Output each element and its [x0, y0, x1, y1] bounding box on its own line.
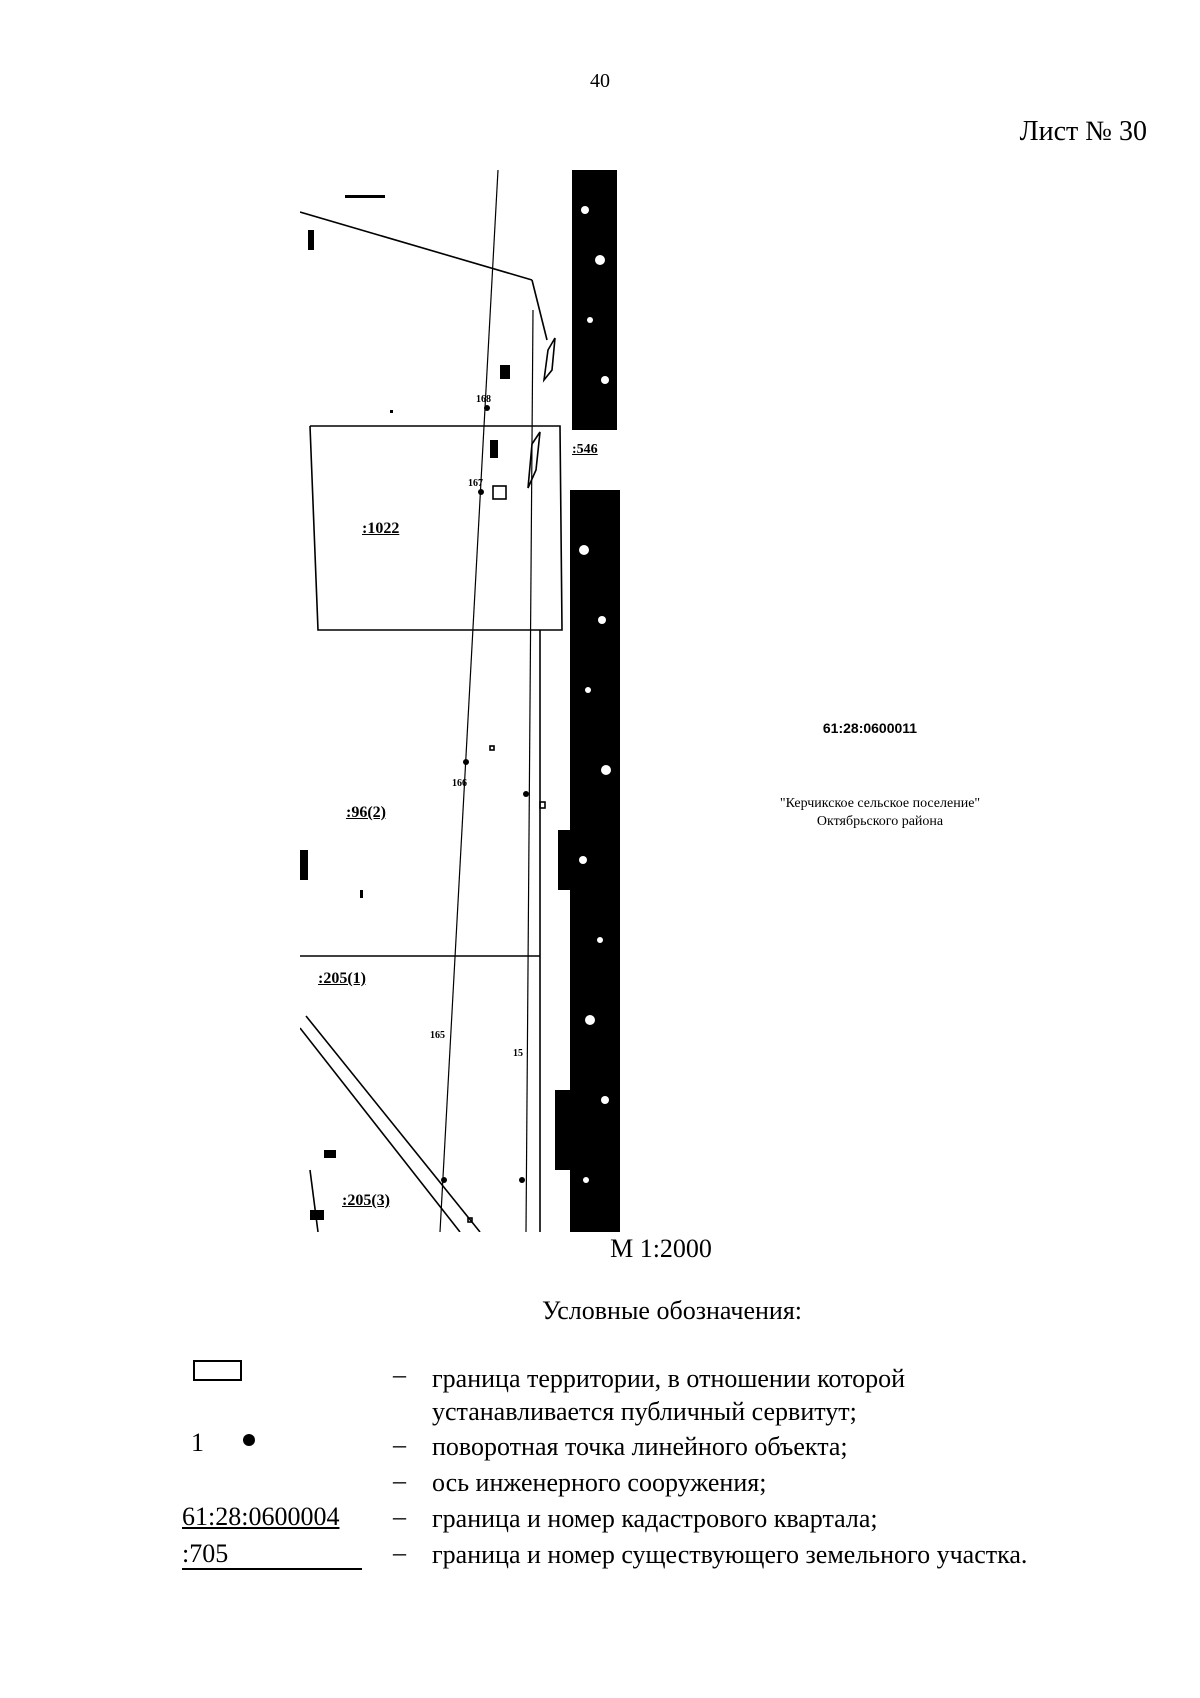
sheet-title: Лист № 30: [1019, 116, 1147, 147]
settlement-name: "Керчикское сельское поселение" Октябрьс…: [730, 795, 1030, 831]
legend-text-parcel: граница и номер существующего земельного…: [432, 1540, 1028, 1569]
map-specks: [300, 195, 510, 1220]
map-drawing: [300, 170, 620, 1232]
legend-symbol-quarter: 61:28:0600004: [182, 1502, 340, 1531]
settlement-line-2: Октябрьского района: [816, 814, 944, 829]
legend-dash: –: [393, 1538, 406, 1567]
parcel-label-205-1: :205(1): [318, 970, 366, 987]
parcel-label-546: :546: [572, 442, 598, 457]
legend-dash: –: [393, 1466, 406, 1495]
legend-text-quarter: граница и номер кадастрового квартала;: [432, 1504, 878, 1533]
map-scale: М 1:2000: [610, 1234, 712, 1263]
legend-dash: –: [393, 1430, 406, 1459]
point-label-167: 167: [468, 478, 483, 489]
cadastral-map: :1022 :546 :96(2) :205(1) :205(3) 168 16…: [300, 170, 640, 1232]
legend-text-boundary-line-1: граница территории, в отношении которой: [432, 1364, 906, 1393]
legend-symbol-parcel: :705: [182, 1539, 362, 1570]
servitude-objects: [467, 337, 556, 1223]
page-number: 40: [590, 70, 610, 92]
settlement-line-1: "Керчикское сельское поселение": [779, 796, 981, 811]
legend-symbol-boundary-rect: [193, 1360, 242, 1381]
legend-dash: –: [393, 1502, 406, 1531]
parcel-boundaries: [300, 211, 563, 1232]
axis-lines: [439, 170, 534, 1232]
point-label-15: 15: [513, 1048, 523, 1059]
point-label-166: 166: [452, 778, 467, 789]
parcel-label-205-3: :205(3): [342, 1192, 390, 1209]
point-label-165: 165: [430, 1030, 445, 1041]
turning-points: [441, 405, 529, 1183]
tree-strip-texture: [579, 206, 611, 1183]
point-label-168: 168: [476, 394, 491, 405]
parcel-label-96: :96(2): [346, 804, 386, 821]
legend-text-point: поворотная точка линейного объекта;: [432, 1432, 848, 1461]
legend-text-boundary: граница территории, в отношении которой …: [432, 1362, 1132, 1428]
legend-text-boundary-line-2: устанавливается публичный сервитут;: [432, 1397, 857, 1426]
legend-symbol-point-dot: [243, 1434, 255, 1446]
cadastral-quarter-number: 61:28:0600011: [822, 720, 918, 736]
legend-text-axis: ось инженерного сооружения;: [432, 1468, 767, 1497]
legend-dash: –: [393, 1360, 406, 1389]
tree-strip: [555, 170, 620, 1232]
legend-symbol-point-number: 1: [191, 1428, 204, 1457]
parcel-label-1022: :1022: [362, 520, 400, 537]
legend-title: Условные обозначения:: [541, 1296, 803, 1325]
